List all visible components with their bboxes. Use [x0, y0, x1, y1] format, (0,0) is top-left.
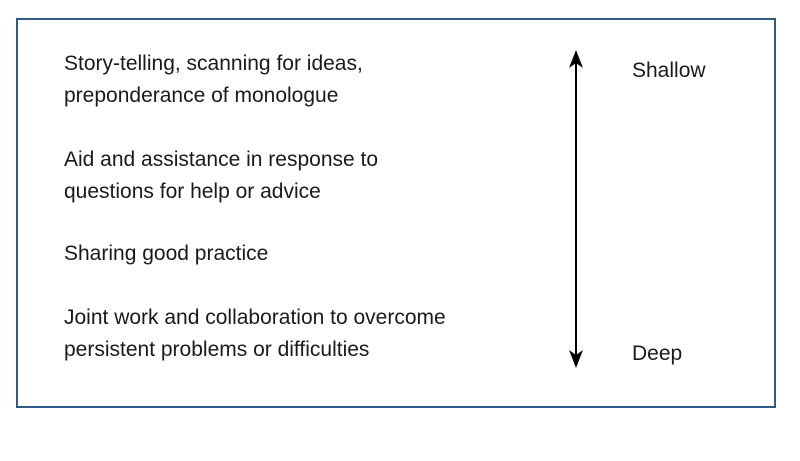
diagram-frame — [16, 18, 776, 408]
deep-label: Deep — [632, 342, 683, 365]
double-headed-arrow — [569, 50, 583, 368]
interaction-level-item: Sharing good practice — [64, 242, 269, 265]
interaction-level-item: Story-telling, scanning for ideas, prepo… — [64, 52, 363, 107]
arrow-head-up — [569, 50, 583, 68]
interaction-level-item: Aid and assistance in response to questi… — [64, 148, 379, 203]
interaction-level-item: Joint work and collaboration to overcome… — [64, 306, 446, 361]
arrow-head-down — [569, 350, 583, 368]
shallow-label: Shallow — [632, 59, 706, 82]
